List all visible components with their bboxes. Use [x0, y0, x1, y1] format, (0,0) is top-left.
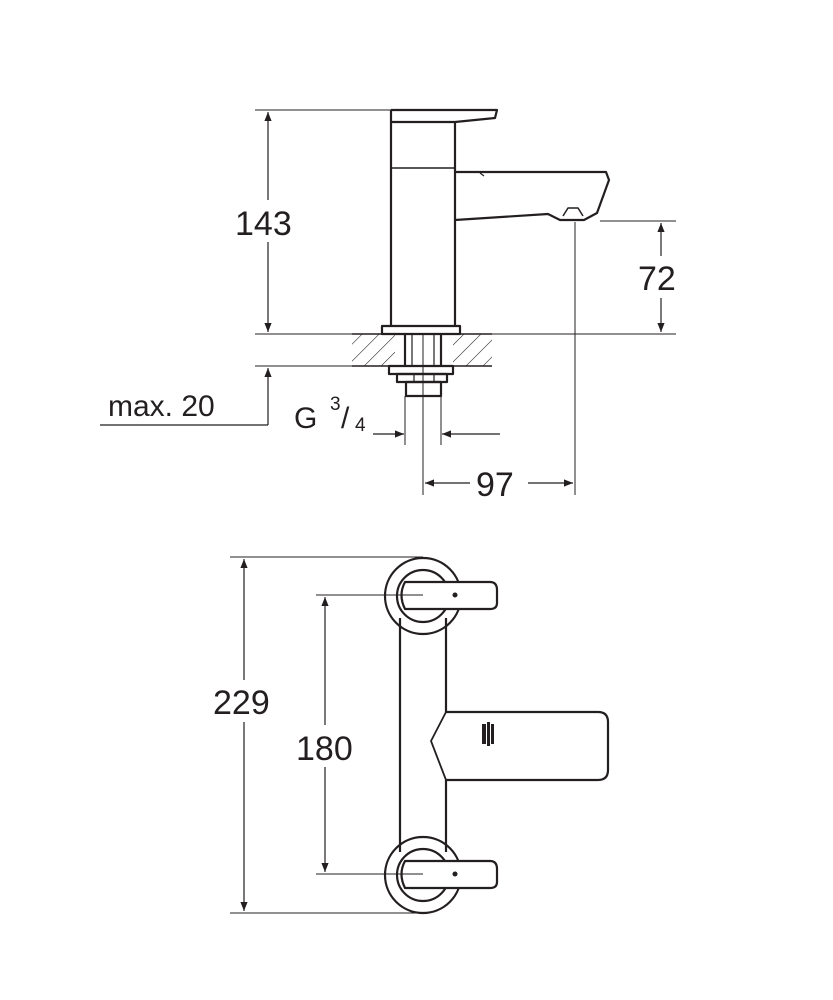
label-center-distance: 180: [296, 730, 353, 768]
lower-handle-dot: [452, 871, 458, 877]
label-spout-height: 72: [638, 260, 676, 298]
top-view: 229 180: [212, 556, 610, 915]
label-thread-slash: /: [341, 402, 350, 435]
label-overall-length: 229: [213, 684, 270, 722]
faucet-side-outline: [380, 108, 611, 398]
countertop-section: [352, 333, 492, 367]
label-thread-numerator: 3: [330, 394, 341, 415]
faucet-top-outline: [383, 556, 610, 915]
dimension-thread: [373, 396, 500, 445]
dimension-overall-length: [212, 556, 423, 914]
dimension-height: [232, 109, 391, 335]
upper-handle-dot: [452, 592, 458, 598]
label-thread-prefix: G: [294, 402, 317, 435]
label-reach: 97: [476, 466, 514, 504]
dimension-spout-height: [492, 220, 688, 335]
label-max-thickness: max. 20: [108, 390, 215, 423]
dimension-center-distance: [294, 594, 423, 875]
label-thread-denominator: 4: [355, 415, 366, 436]
side-view: 143 72 max. 20 G 3 / 4 97: [100, 108, 688, 504]
brand-logo-mark: [482, 722, 494, 746]
label-height: 143: [235, 205, 292, 243]
dimension-max-thickness: [100, 365, 352, 426]
dimension-reach: [422, 222, 576, 495]
